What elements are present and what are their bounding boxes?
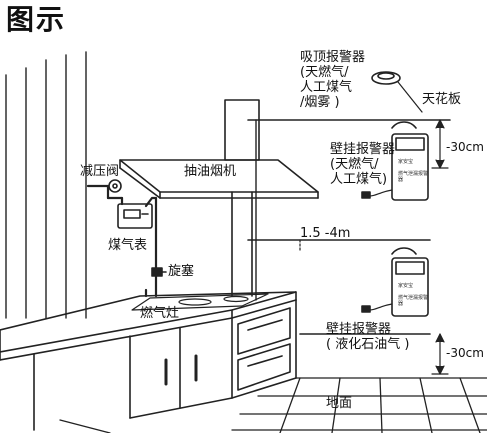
range-hood-label: 抽油烟机: [184, 164, 237, 179]
countertop: [0, 291, 297, 361]
height-range-label: 1.5 -4m: [300, 226, 351, 241]
device-text-bottom: 家安宝 燃气泄漏报警器: [398, 277, 428, 307]
distance-top-label: -30cm: [446, 140, 484, 154]
valve-label: 旋塞: [168, 264, 195, 279]
device-text-top: 家安宝 燃气泄漏报警器: [398, 153, 428, 183]
ceiling-line: [247, 119, 451, 335]
device-model: 燃气泄漏报警器: [398, 171, 429, 183]
floor-grid: [59, 377, 487, 433]
dimension-lines: [299, 119, 449, 375]
ceiling-detector: [371, 71, 423, 113]
pressure-valve: [108, 179, 122, 193]
lower-cabinets: [33, 299, 297, 431]
pressure-valve-label: 减压阀: [80, 164, 120, 179]
device-brand: 家安宝: [398, 159, 414, 165]
ceiling-label: 天花板: [422, 92, 462, 107]
page-title: 图示: [6, 3, 67, 36]
wall-detector-lpg-label: 壁挂报警器 ( 液化石油气 ): [326, 322, 410, 352]
gas-meter: [117, 203, 153, 229]
distance-bottom-label: -30cm: [446, 346, 484, 360]
ceiling-detector-label: 吸顶报警器 (天燃气/ 人工煤气 /烟雾 ): [300, 50, 366, 110]
device-model: 燃气泄漏报警器: [398, 295, 429, 307]
wall-detector-lpg: [361, 247, 429, 317]
wall-lines: [5, 51, 257, 319]
floor-label: 地面: [326, 396, 353, 411]
gas-stove-label: 燃气灶: [140, 306, 180, 321]
device-brand: 家安宝: [398, 283, 414, 289]
wall-detector-gas: [361, 121, 429, 201]
range-hood: [119, 99, 319, 297]
valve-knob: [151, 267, 167, 277]
wall-detector-gas-label: 壁挂报警器 (天燃气/ 人工煤气): [330, 142, 396, 187]
gas-meter-label: 煤气表: [108, 238, 148, 253]
